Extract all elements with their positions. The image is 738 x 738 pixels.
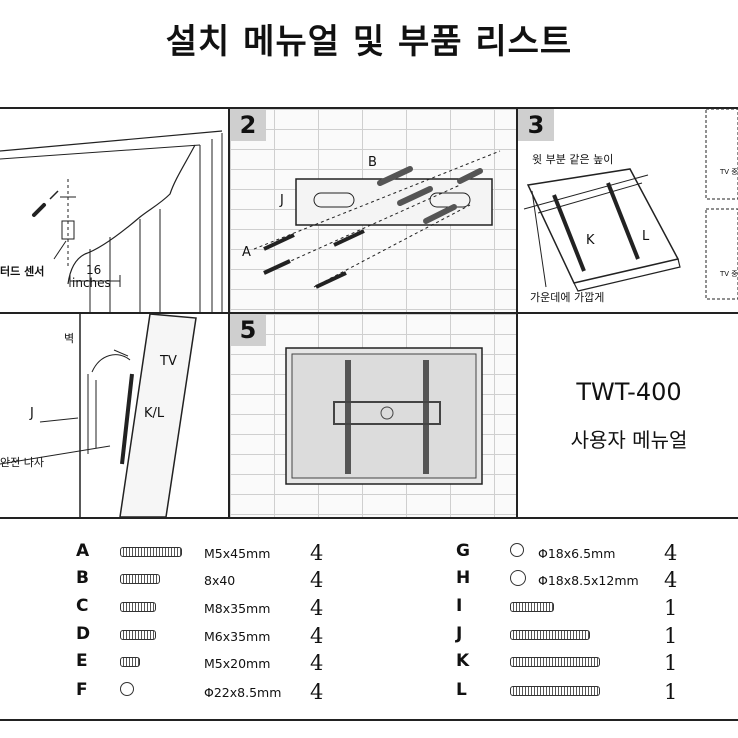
safety-screw-label: 안전 나사 (0, 456, 44, 469)
part-spec: Φ22x8.5mm (204, 685, 282, 700)
bolt-icon (120, 630, 156, 640)
step-3-panel: 3 윗 부분 같은 높이 K L 가운데에 가깝게 TV 중 TV 중 (518, 109, 738, 312)
j-label: J (30, 406, 34, 421)
arm-bracket-icon (510, 686, 600, 696)
step-3-number: 3 (518, 109, 554, 141)
part-quantity: 1 (664, 651, 678, 675)
part-letter: K (456, 651, 470, 671)
part-quantity: 4 (310, 596, 324, 620)
short-bolt-icon (120, 657, 140, 667)
step-2-number: 2 (230, 109, 266, 141)
step-5-number: 5 (230, 314, 266, 346)
wall-plate-icon (510, 630, 590, 640)
grid-middle-rule (0, 312, 738, 314)
part-spec: M6x35mm (204, 629, 271, 644)
washer-icon (120, 682, 134, 696)
part-row-a: A M5x45mm 4 (0, 541, 360, 567)
step-4-illustration (0, 314, 197, 517)
grid-bottom-rule (0, 517, 738, 519)
part-letter: L (456, 680, 467, 700)
top-level-note: 윗 부분 같은 높이 (532, 153, 614, 166)
step-1-illustration (0, 130, 223, 312)
step-2-panel: 2 B J A (230, 109, 516, 312)
part-row-c: C M8x35mm 4 (0, 596, 360, 622)
bolt-icon (120, 602, 156, 612)
part-spec: Φ18x8.5x12mm (538, 573, 639, 588)
part-row-e: E M5x20mm 4 (0, 651, 360, 677)
tv-label: TV (160, 354, 177, 369)
kl-label: K/L (144, 406, 165, 421)
footer-rule (0, 719, 738, 721)
part-quantity: 4 (310, 680, 324, 704)
part-letter: G (456, 541, 470, 561)
grid-divider-1 (228, 107, 230, 517)
step-3-illustration (523, 109, 738, 300)
part-quantity: 4 (310, 624, 324, 648)
side-note-1: TV 중 (720, 168, 738, 176)
part-quantity: 1 (664, 680, 678, 704)
part-quantity: 1 (664, 596, 678, 620)
part-row-b: B 8x40 4 (0, 568, 360, 594)
step-2-illustration (253, 150, 501, 289)
part-letter: A (76, 541, 90, 561)
part-letter: I (456, 596, 463, 616)
part-row-h: H Φ18x8.5x12mm 4 (370, 568, 738, 594)
part-row-g: G Φ18x6.5mm 4 (370, 541, 738, 567)
step-4-panel: 벽 TV K/L J 안전 나사 (0, 314, 228, 517)
part-letter: C (76, 596, 89, 616)
model-name: TWT-400 (576, 378, 682, 406)
label-k: K (586, 233, 595, 248)
grid-top-rule (0, 107, 738, 109)
label-j: J (280, 193, 284, 208)
sensor-label: 터드 센서 (0, 265, 45, 278)
spacer-icon (510, 570, 526, 586)
part-quantity: 4 (310, 651, 324, 675)
part-row-d: D M6x35mm 4 (0, 624, 360, 650)
step-5-panel: 5 (230, 314, 516, 517)
label-a: A (242, 245, 251, 260)
distance-unit: inches (72, 276, 111, 290)
washer-icon (510, 543, 524, 557)
part-spec: 8x40 (204, 573, 236, 588)
part-spec: M8x35mm (204, 601, 271, 616)
wall-label: 벽 (64, 332, 75, 345)
center-note: 가운데에 가깝게 (530, 291, 605, 304)
distance-value: 16 (86, 263, 102, 277)
part-letter: D (76, 624, 91, 644)
part-spec: Φ18x6.5mm (538, 546, 616, 561)
page-title: 설치 메뉴얼 및 부품 리스트 (165, 22, 573, 62)
part-letter: J (456, 624, 463, 644)
label-b: B (368, 155, 377, 170)
long-screw-icon (120, 547, 182, 557)
part-quantity: 4 (664, 568, 678, 592)
part-quantity: 4 (664, 541, 678, 565)
part-quantity: 4 (310, 568, 324, 592)
part-letter: H (456, 568, 471, 588)
part-quantity: 1 (664, 624, 678, 648)
level-icon (510, 602, 554, 612)
part-letter: B (76, 568, 89, 588)
wall-anchor-icon (120, 574, 160, 584)
part-spec: M5x20mm (204, 656, 271, 671)
part-spec: M5x45mm (204, 546, 271, 561)
part-letter: F (76, 680, 88, 700)
part-letter: E (76, 651, 88, 671)
step-5-illustration (285, 347, 483, 485)
grid-divider-2 (516, 107, 518, 517)
part-quantity: 4 (310, 541, 324, 565)
label-l: L (642, 229, 650, 244)
manual-label: 사용자 메뉴얼 (570, 428, 688, 452)
step-1-panel: 터드 센서 16 inches (0, 109, 228, 312)
part-row-f: F Φ22x8.5mm 4 (0, 680, 360, 706)
arm-bracket-icon (510, 657, 600, 667)
side-note-2: TV 중 (720, 270, 738, 278)
